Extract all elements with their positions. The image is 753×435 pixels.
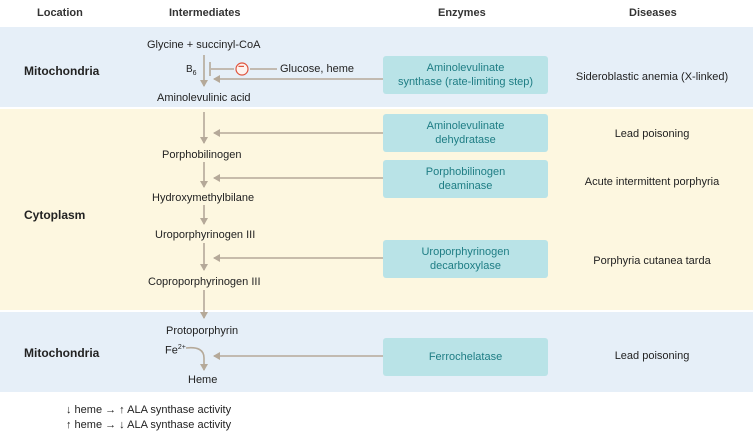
inhibition-circle (235, 62, 249, 76)
intermediate-hydroxymethylbilane: Hydroxymethylbilane (152, 192, 255, 204)
enzyme-ferrochelatase: Ferrochelatase (383, 338, 548, 376)
disease-lead-poisoning-1: Lead poisoning (614, 128, 690, 140)
header-diseases: Diseases (629, 7, 677, 19)
cofactor-b6: B6 (186, 64, 197, 77)
disease-lead-poisoning-2: Lead poisoning (614, 350, 690, 362)
cofactor-fe2: Fe2+ (165, 344, 186, 357)
location-mitochondria-top: Mitochondria (24, 64, 100, 78)
intermediate-protoporphyrin: Protoporphyrin (166, 325, 239, 337)
disease-acute-intermittent-porphyria: Acute intermittent porphyria (584, 176, 720, 188)
cytoplasm-band (0, 109, 753, 310)
location-cytoplasm: Cytoplasm (24, 208, 86, 222)
header-enzymes: Enzymes (438, 7, 486, 19)
arrow-proto-fe-to-heme (185, 346, 208, 371)
intermediate-uroporphyrinogen-iii: Uroporphyrinogen III (155, 229, 256, 241)
intermediate-heme: Heme (188, 374, 218, 386)
mitochondria-band-bottom (0, 312, 753, 392)
intermediate-coproporphyrinogen-iii: Coproporphyrinogen III (148, 276, 261, 288)
disease-porphyria-cutanea-tarda: Porphyria cutanea tarda (593, 255, 711, 267)
disease-sideroblastic-anemia: Sideroblastic anemia (X-linked) (575, 71, 729, 83)
inhibitor-glucose-heme: Glucose, heme (280, 63, 354, 75)
header-intermediates: Intermediates (169, 7, 241, 19)
note-low-heme: ↓ heme → ↑ ALA synthase activity (66, 404, 232, 416)
intermediate-aminolevulinic-acid: Aminolevulinic acid (157, 92, 251, 104)
intermediate-porphobilinogen: Porphobilinogen (162, 149, 242, 161)
inhibition-symbol: − (238, 61, 245, 73)
note-high-heme: ↑ heme → ↓ ALA synthase activity (66, 419, 232, 431)
intermediate-glycine-succinyl-coa: Glycine + succinyl-CoA (147, 39, 261, 51)
mitochondria-band-top (0, 27, 753, 107)
header-location: Location (37, 7, 83, 19)
location-mitochondria-bottom: Mitochondria (24, 346, 100, 360)
